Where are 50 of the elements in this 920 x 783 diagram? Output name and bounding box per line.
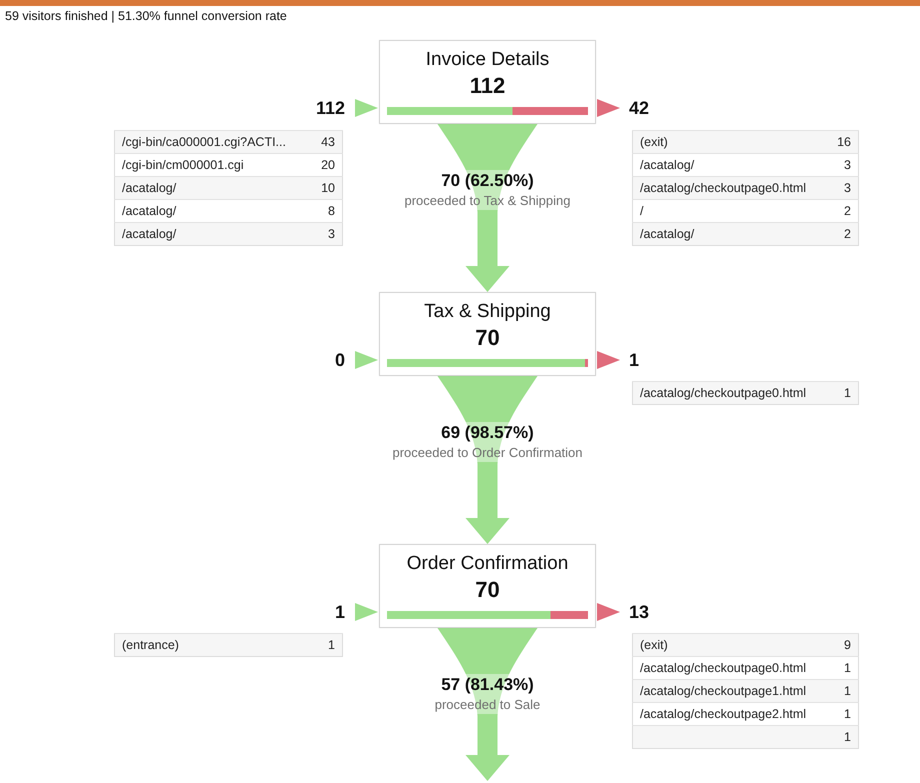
summary-text: 59 visitors finished | 51.30% funnel conversion rate — [5, 8, 287, 24]
step-count: 112 — [470, 73, 506, 98]
entrance-paths-table — [114, 130, 343, 246]
page-path: /cgi-bin/ca000001.cgi?ACTI... — [114, 130, 312, 154]
visit-count: 9 — [834, 634, 858, 656]
page-path: (entrance) — [114, 634, 290, 656]
exit-paths-table — [632, 130, 859, 246]
visit-count: 1 — [834, 680, 858, 702]
entrance-count: 0 — [334, 350, 354, 370]
page-path: /acatalog/ — [114, 222, 312, 246]
entrance-count: 1 — [334, 602, 354, 622]
page-path: /acatalog/ — [114, 176, 312, 200]
page-path: (exit) — [632, 634, 834, 656]
visit-count: 10 — [311, 176, 342, 200]
funnel-step-box — [379, 292, 596, 376]
funnel-arrow — [438, 628, 538, 781]
visit-count: 1 — [834, 726, 858, 748]
funnel-step-box — [379, 40, 596, 124]
triangle-arrow — [597, 351, 620, 369]
visit-count: 2 — [828, 222, 858, 246]
visit-count: 3 — [311, 222, 342, 246]
entrance-count: 112 — [316, 98, 354, 118]
funnel-step-box — [379, 544, 596, 628]
triangle-arrow — [597, 603, 620, 621]
step-name: Invoice Details — [426, 49, 550, 70]
step-count: 70 — [475, 577, 500, 602]
exit-count: 1 — [621, 350, 640, 370]
triangle-arrow — [597, 99, 620, 117]
visit-count: 1 — [834, 382, 858, 404]
step-name: Order Confirmation — [406, 553, 568, 574]
step-name: Tax & Shipping — [424, 301, 551, 322]
step-count: 70 — [475, 325, 500, 350]
visit-count: 1 — [290, 634, 342, 656]
exit-paths-table — [632, 633, 859, 749]
triangle-arrow — [355, 603, 378, 621]
visit-count: 43 — [311, 130, 342, 154]
visit-count: 3 — [828, 176, 858, 200]
page-path: /acatalog/checkoutpage1.html — [632, 680, 834, 702]
triangle-arrow — [355, 99, 378, 117]
exit-count: 13 — [621, 602, 650, 622]
page-path: /acatalog/checkoutpage0.html — [632, 382, 834, 404]
page-path: /acatalog/checkoutpage0.html — [632, 176, 828, 200]
visit-count: 16 — [828, 130, 858, 154]
triangle-arrow — [355, 351, 378, 369]
page-path: (exit) — [632, 130, 828, 154]
page-path: /acatalog/ — [632, 222, 828, 246]
exit-count: 42 — [621, 98, 650, 118]
funnel-arrow — [438, 376, 538, 544]
entrance-paths-table — [114, 633, 343, 657]
funnel-arrow — [438, 124, 538, 292]
